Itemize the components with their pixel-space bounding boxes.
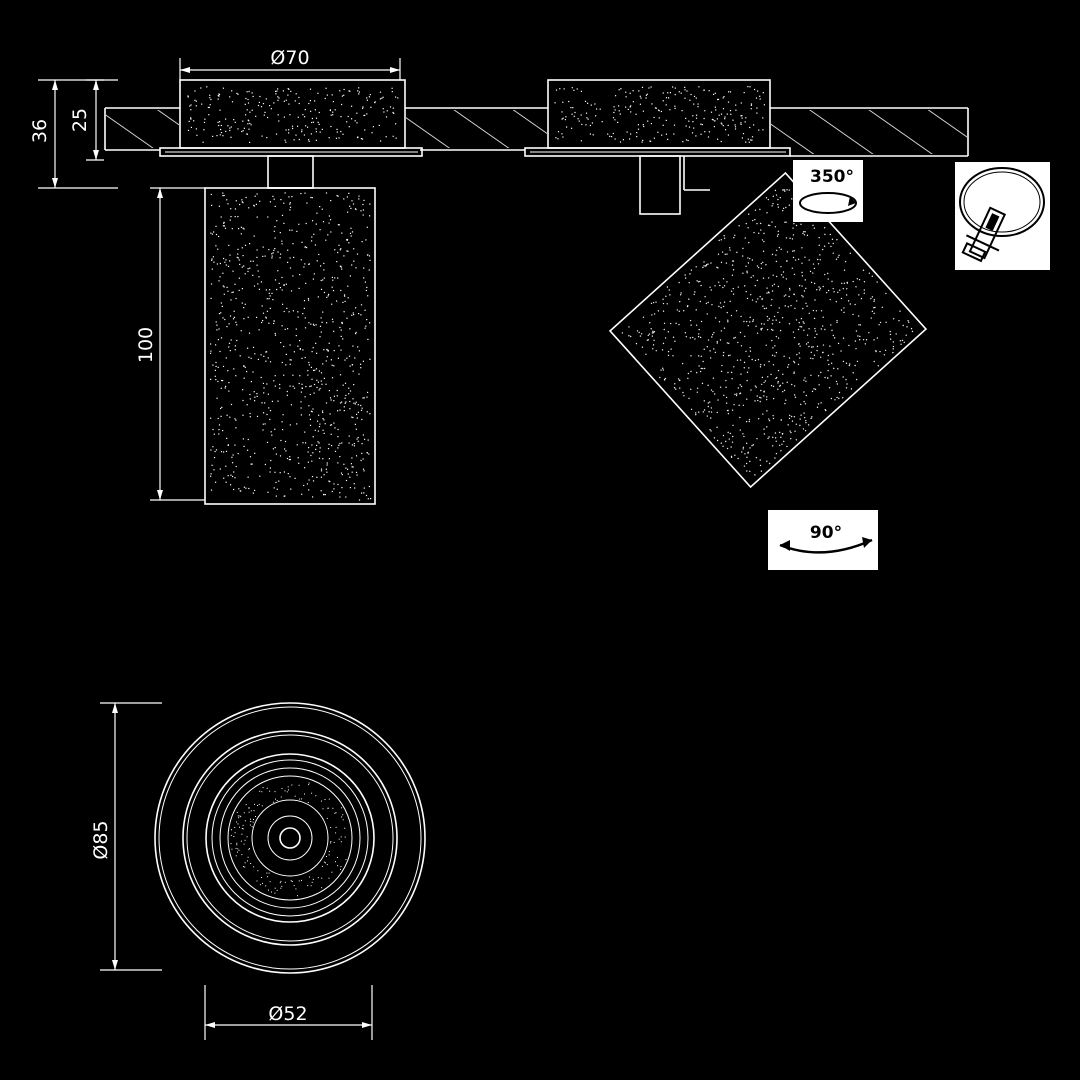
body-length-label: 100 xyxy=(135,327,157,363)
dimension-overall-height: 36 xyxy=(29,79,118,189)
lens-center xyxy=(279,827,301,849)
rotation-350-icon: 350° xyxy=(793,160,863,222)
tilt-90-icon: 90° xyxy=(768,510,878,570)
collar-right xyxy=(547,79,771,149)
texture-front xyxy=(230,782,347,897)
dimension-face-diameter: Ø85 xyxy=(90,702,162,971)
face-outer-ring xyxy=(154,702,426,974)
dimension-body-length: 100 xyxy=(135,187,205,501)
dimension-collar-diameter: Ø70 xyxy=(179,47,401,80)
overall-height-label: 36 xyxy=(29,119,51,143)
vertical-tilt-label: 90° xyxy=(810,523,842,543)
slab-hatch-left xyxy=(406,110,547,148)
face-diameter-label: Ø85 xyxy=(90,820,112,859)
mounting-detail-icon xyxy=(955,162,1050,270)
ceiling-slab-right xyxy=(770,107,969,157)
yoke-right xyxy=(639,155,681,215)
ceiling-slab-left xyxy=(104,107,548,151)
slab-hatch-right xyxy=(771,110,967,154)
texture-left xyxy=(210,192,372,501)
collar-diameter-label: Ø70 xyxy=(270,47,309,69)
horizontal-rotation-label: 350° xyxy=(810,167,854,187)
spotlight-body-left xyxy=(204,187,376,505)
collar-left xyxy=(179,79,406,149)
recess-depth-label: 25 xyxy=(69,108,91,132)
spotlight-body-tilted xyxy=(608,171,928,489)
front-view: Ø85 Ø52 xyxy=(90,702,426,1040)
texture-collar-right xyxy=(554,86,765,143)
reflector-ring xyxy=(205,753,375,923)
stem-left xyxy=(267,155,314,189)
right-tilted-view: 350° 90° xyxy=(524,79,1050,570)
body-ring xyxy=(182,730,398,946)
texture-collar-left xyxy=(187,86,399,143)
slab-hatch-far-left xyxy=(106,110,179,148)
dimension-recess-depth: 25 xyxy=(69,79,104,161)
body-diameter-label: Ø52 xyxy=(268,1003,307,1025)
dimension-body-diameter: Ø52 xyxy=(204,985,373,1040)
left-side-view: Ø70 36 25 100 xyxy=(29,47,548,505)
